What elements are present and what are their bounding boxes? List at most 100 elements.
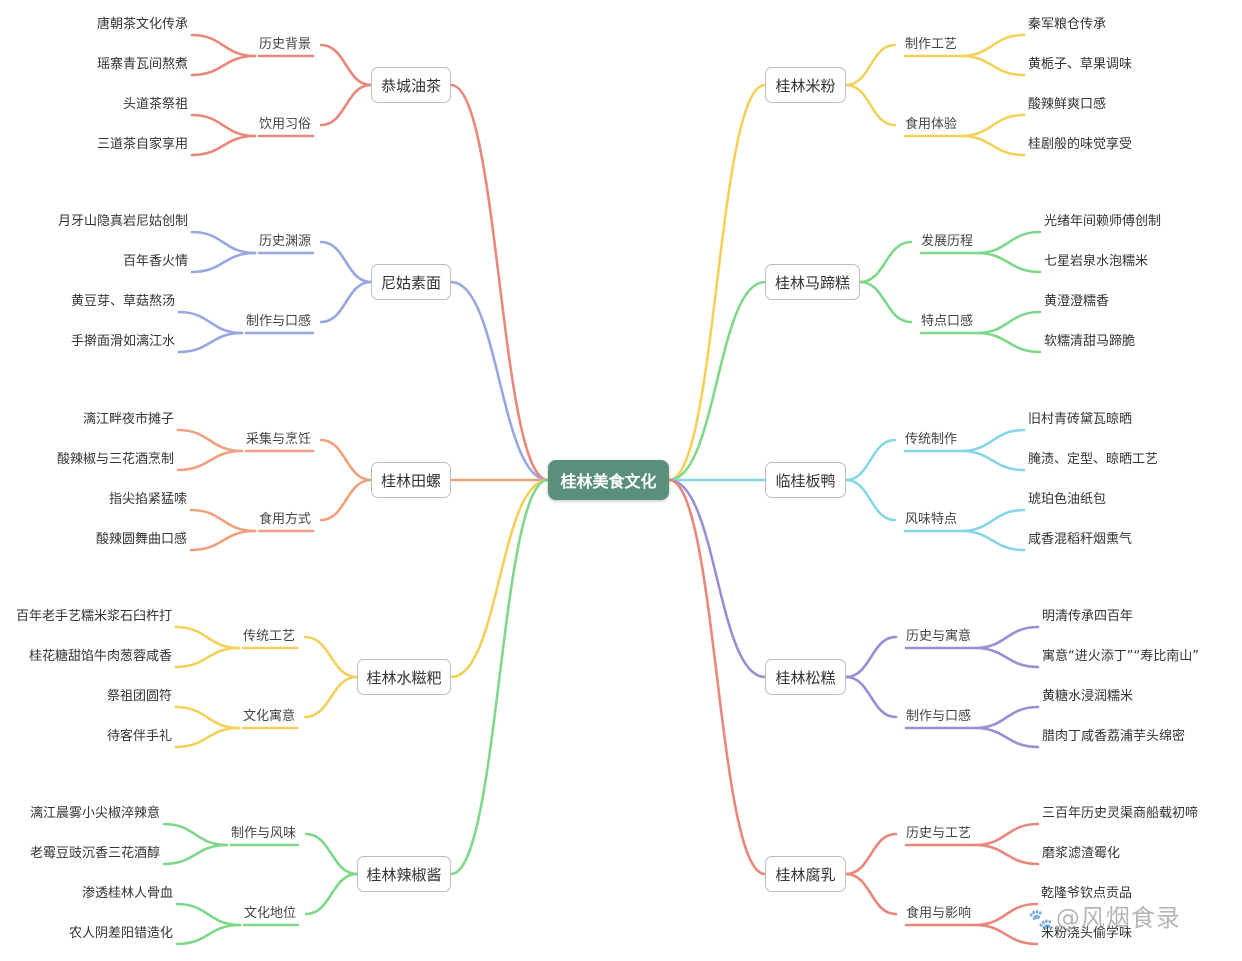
leaf-node[interactable]: 手擀面滑如漓江水: [70, 334, 175, 349]
category-node[interactable]: 食用与影响: [906, 906, 972, 921]
category-node[interactable]: 文化寓意: [242, 709, 295, 724]
category-to-leaf-link: [959, 449, 1026, 472]
watermark-text: @风烟食录: [1055, 904, 1181, 932]
root-to-branch-link: [667, 83, 767, 482]
category-to-leaf-link: [959, 33, 1026, 58]
leaf-node[interactable]: 祭祖团圆符: [106, 689, 172, 704]
branch-node[interactable]: 桂林田螺: [371, 462, 451, 498]
category-node[interactable]: 历史与寓意: [906, 629, 972, 644]
branch-node[interactable]: 桂林辣椒酱: [357, 856, 451, 892]
watermark: 🐾@风烟食录: [1028, 898, 1181, 933]
leaf-node[interactable]: 月牙山隐真岩尼姑创制: [57, 214, 188, 229]
category-node[interactable]: 文化地位: [243, 906, 296, 921]
leaf-node[interactable]: 漓江晨雾小尖椒淬辣意: [29, 806, 160, 821]
leaf-node[interactable]: 瑶寨青瓦间熬煮: [96, 57, 188, 72]
leaf-node[interactable]: 漓江畔夜市摊子: [82, 412, 174, 427]
category-to-leaf-link: [959, 113, 1026, 138]
leaf-node[interactable]: 头道茶祭祖: [122, 97, 188, 112]
branch-to-category-link: [844, 872, 898, 916]
leaf-node[interactable]: 寓意“进火添丁”“寿比南山”: [1042, 649, 1199, 664]
category-to-leaf-link: [973, 822, 1040, 847]
branch-to-category-link: [844, 832, 898, 876]
leaf-node[interactable]: 唐朝茶文化传承: [96, 17, 188, 32]
leaf-node[interactable]: 乾隆爷钦点贡品: [1041, 886, 1133, 901]
category-node[interactable]: 发展历程: [921, 234, 974, 249]
branch-to-category-link: [844, 635, 898, 679]
category-node[interactable]: 食用方式: [258, 512, 311, 527]
branch-node[interactable]: 桂林水糍粑: [357, 659, 451, 695]
category-to-leaf-link: [174, 646, 241, 669]
leaf-node[interactable]: 桂花糖甜馅牛肉葱蓉咸香: [28, 649, 172, 664]
leaf-node[interactable]: 咸香混稻秆烟熏气: [1028, 532, 1133, 547]
category-node[interactable]: 传统制作: [905, 432, 958, 447]
category-node[interactable]: 制作与风味: [230, 826, 296, 841]
category-node[interactable]: 历史背景: [258, 37, 311, 52]
category-to-leaf-link: [162, 822, 229, 847]
branch-node[interactable]: 桂林腐乳: [765, 856, 846, 892]
category-node[interactable]: 风味特点: [905, 512, 958, 527]
branch-node[interactable]: 桂林松糕: [765, 659, 846, 695]
category-node[interactable]: 制作工艺: [905, 37, 958, 52]
leaf-node[interactable]: 秦军粮仓传承: [1028, 17, 1107, 32]
branch-to-category-link: [844, 675, 898, 719]
leaf-node[interactable]: 待客伴手礼: [106, 729, 172, 744]
category-to-leaf-link: [174, 625, 241, 650]
leaf-node[interactable]: 软糯清甜马蹄脆: [1044, 334, 1136, 349]
leaf-node[interactable]: 磨浆滤渣霉化: [1042, 846, 1121, 861]
leaf-node[interactable]: 酸辣椒与三花酒烹制: [56, 452, 174, 467]
leaf-node[interactable]: 明清传承四百年: [1042, 609, 1134, 624]
category-node[interactable]: 历史与工艺: [906, 826, 972, 841]
leaf-node[interactable]: 百年香火情: [122, 254, 188, 269]
category-to-leaf-link: [959, 529, 1026, 552]
leaf-node[interactable]: 黄澄澄糯香: [1044, 294, 1110, 309]
category-node[interactable]: 传统工艺: [242, 629, 295, 644]
root-node[interactable]: 桂林美食文化: [548, 460, 669, 500]
category-node[interactable]: 食用体验: [905, 117, 958, 132]
leaf-node[interactable]: 渗透桂林人骨血: [81, 886, 173, 901]
branch-node[interactable]: 尼姑素面: [371, 264, 451, 300]
category-node[interactable]: 制作与口感: [245, 314, 311, 329]
category-to-leaf-link: [190, 33, 257, 58]
branch-node[interactable]: 桂林米粉: [765, 67, 846, 103]
leaf-node[interactable]: 老霉豆豉沉香三花酒醇: [29, 846, 160, 861]
category-node[interactable]: 饮用习俗: [258, 117, 311, 132]
category-to-leaf-link: [190, 230, 257, 255]
leaf-node[interactable]: 米粉浇头偷学味: [1041, 926, 1133, 941]
leaf-node[interactable]: 七星岩泉水泡糯米: [1044, 254, 1149, 269]
branch-to-category-link: [844, 478, 897, 522]
category-to-leaf-link: [975, 230, 1042, 255]
leaf-node[interactable]: 腊肉丁咸香荔浦芋头绵密: [1042, 729, 1186, 744]
leaf-node[interactable]: 三道茶自家享用: [96, 137, 188, 152]
leaf-node[interactable]: 旧村青砖黛瓦晾晒: [1028, 412, 1133, 427]
category-node[interactable]: 历史渊源: [258, 234, 311, 249]
leaf-node[interactable]: 三百年历史灵渠商船载初啼: [1042, 806, 1199, 821]
category-to-leaf-link: [975, 331, 1042, 354]
category-to-leaf-link: [973, 923, 1039, 946]
category-to-leaf-link: [973, 625, 1040, 650]
branch-to-category-link: [319, 43, 373, 87]
root-to-branch-link: [449, 478, 550, 876]
category-node[interactable]: 特点口感: [921, 314, 974, 329]
leaf-node[interactable]: 腌渍、定型、晾晒工艺: [1028, 452, 1159, 467]
leaf-node[interactable]: 黄栀子、草果调味: [1028, 57, 1133, 72]
leaf-node[interactable]: 酸辣鲜爽口感: [1028, 97, 1107, 112]
branch-to-category-link: [844, 43, 897, 87]
branch-to-category-link: [319, 478, 373, 522]
leaf-node[interactable]: 黄糖水浸润糯米: [1042, 689, 1134, 704]
leaf-node[interactable]: 农人阴差阳错造化: [68, 926, 173, 941]
leaf-node[interactable]: 黄豆芽、草菇熬汤: [70, 294, 175, 309]
leaf-node[interactable]: 百年老手艺糯米浆石臼杵打: [15, 609, 172, 624]
category-node[interactable]: 采集与烹饪: [245, 432, 311, 447]
leaf-node[interactable]: 光绪年间赖师傅创制: [1044, 214, 1162, 229]
leaf-node[interactable]: 酸辣圆舞曲口感: [95, 532, 187, 547]
branch-to-category-link: [304, 832, 359, 876]
category-to-leaf-link: [174, 726, 241, 749]
leaf-node[interactable]: 桂剧般的味觉享受: [1028, 137, 1133, 152]
branch-node[interactable]: 临桂板鸭: [765, 462, 846, 498]
paw-icon: 🐾: [1028, 907, 1054, 931]
leaf-node[interactable]: 琥珀色油纸包: [1028, 492, 1107, 507]
leaf-node[interactable]: 指尖掐紧猛嗦: [108, 492, 187, 507]
branch-node[interactable]: 恭城油茶: [371, 67, 451, 103]
branch-node[interactable]: 桂林马蹄糕: [765, 264, 860, 300]
category-node[interactable]: 制作与口感: [906, 709, 972, 724]
